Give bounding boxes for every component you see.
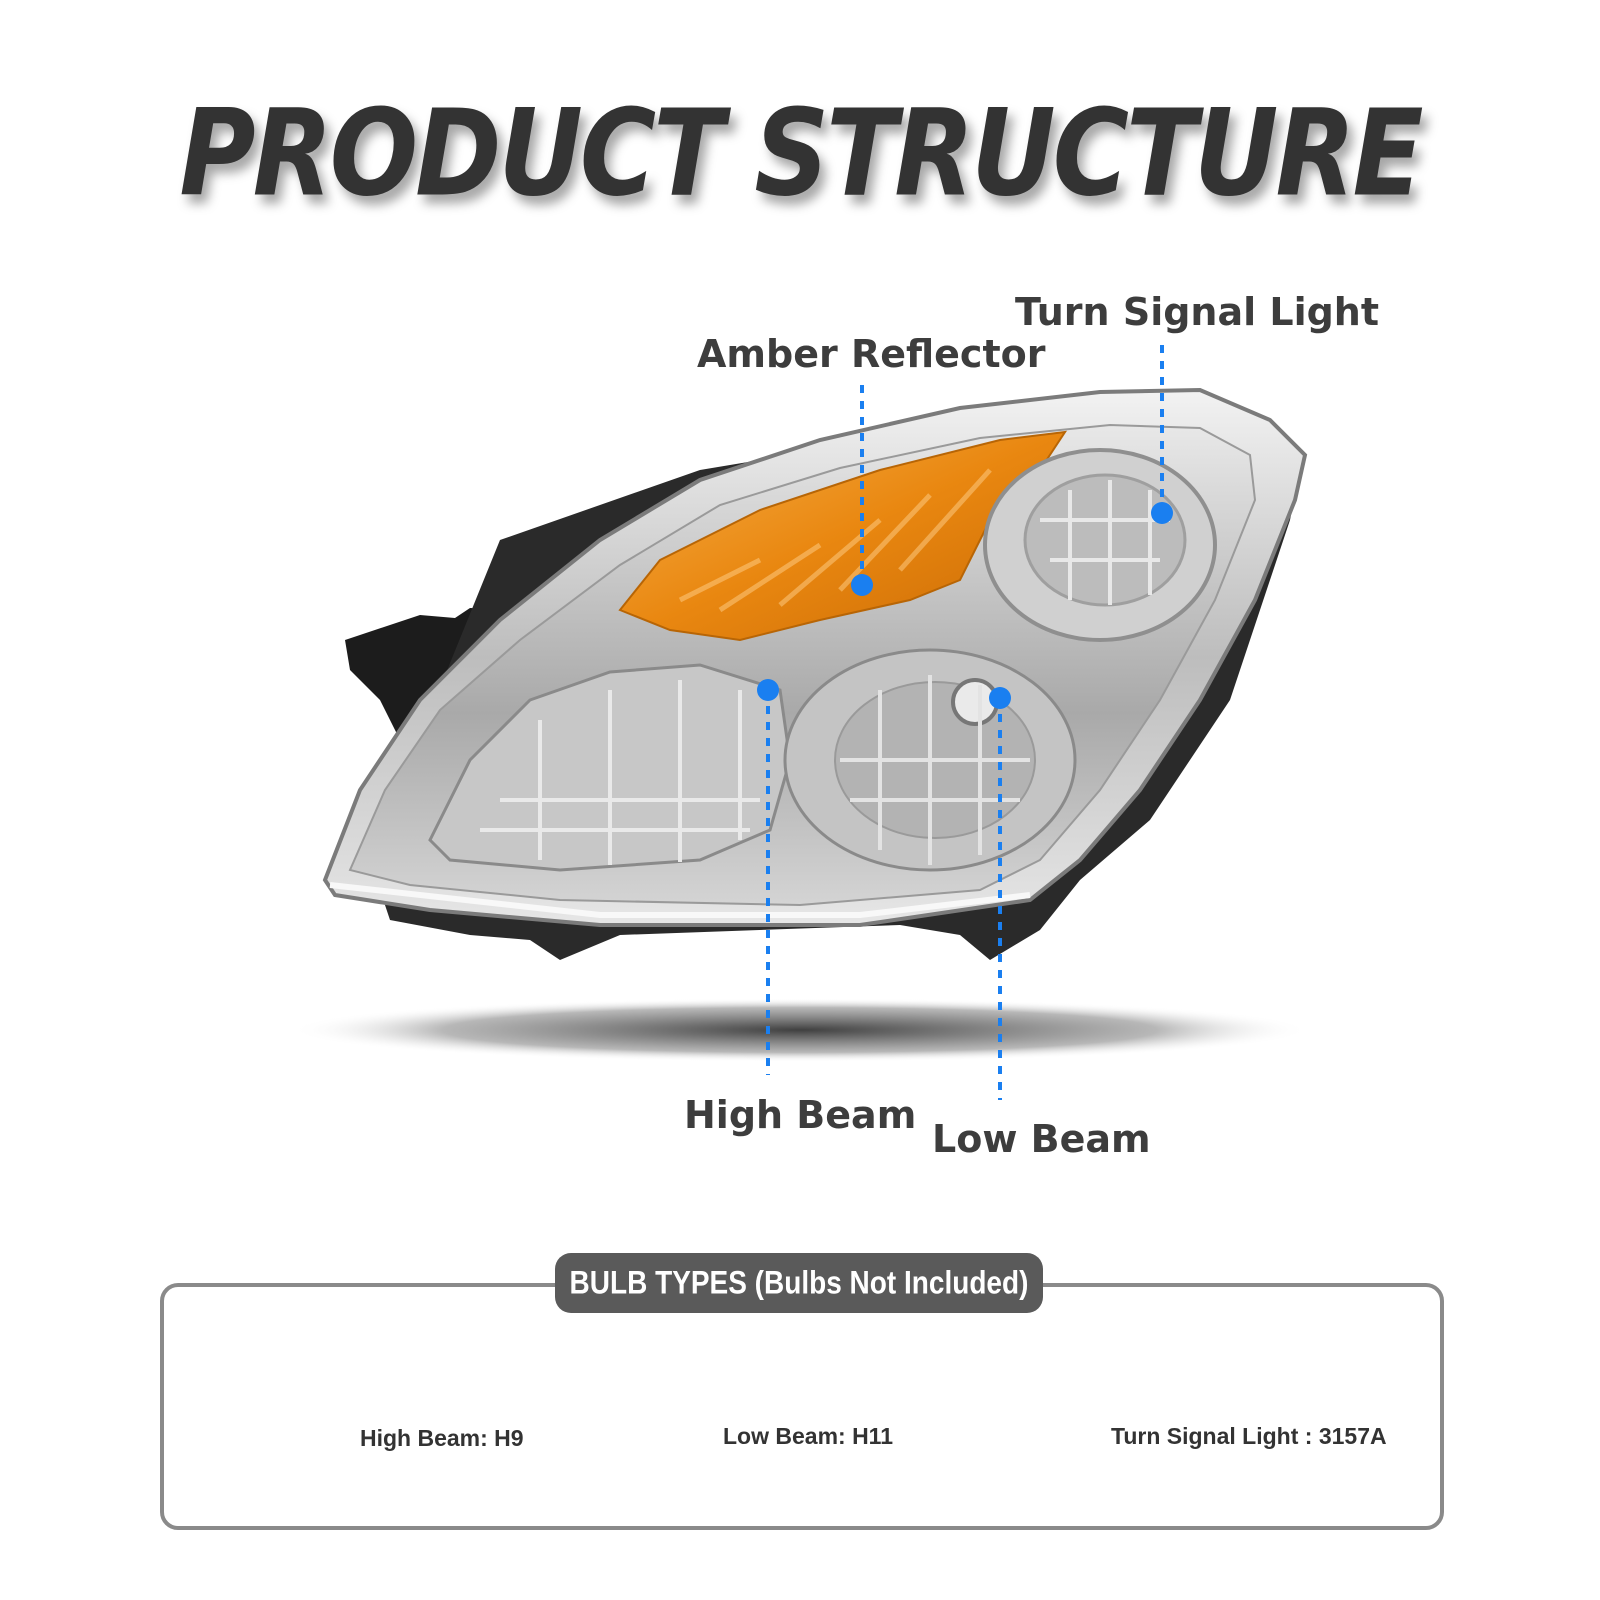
low-beam-facets — [840, 675, 1030, 865]
bulb-types-panel — [160, 1283, 1444, 1530]
turn-signal-inner — [1023, 473, 1187, 607]
bulb-types-header-text: BULB TYPES (Bulbs Not Included) — [569, 1264, 1029, 1301]
high-beam-bulb-label: High Beam: H9 — [360, 1425, 524, 1451]
callout-dot-amber — [851, 574, 873, 596]
ground-shadow — [290, 998, 1310, 1062]
callout-dot-turn-signal — [1151, 502, 1173, 524]
turn-signal-bulb-label: Turn Signal Light : 3157A — [1111, 1423, 1387, 1449]
bulb-types-header: BULB TYPES (Bulbs Not Included) — [555, 1253, 1043, 1313]
amber-ridges — [678, 468, 992, 613]
turn-signal-facets — [1040, 480, 1170, 605]
turn-signal-label: Turn Signal Light — [1015, 290, 1380, 334]
low-beam-bulb-label: Low Beam: H11 — [723, 1423, 893, 1449]
callout-dot-high-beam — [757, 679, 779, 701]
callout-dot-low-beam — [989, 687, 1011, 709]
page-title: PRODUCT STRUCTURE — [179, 82, 1423, 224]
low-beam-label: Low Beam — [932, 1117, 1151, 1161]
high-beam-label: High Beam — [684, 1093, 917, 1137]
amber-reflector-label: Amber Reflector — [697, 332, 1046, 376]
high-beam-facets — [480, 680, 760, 865]
bottom-trim — [329, 882, 1031, 918]
